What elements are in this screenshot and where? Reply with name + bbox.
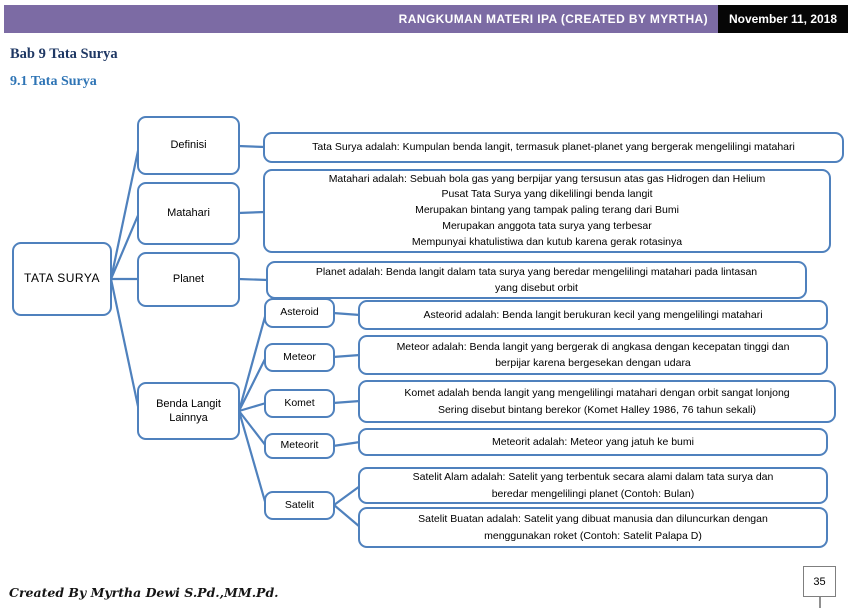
diagram-node-komet: Komet (264, 389, 335, 418)
page-number-box: 35 (803, 566, 836, 597)
diagram-node-benda-langit-lainnya: Benda Langit Lainnya (137, 382, 240, 440)
diagram-node-matahari: Matahari (137, 182, 240, 245)
desc-asteroid: Asteorid adalah: Benda langit berukuran … (358, 300, 828, 330)
desc-meteorit: Meteorit adalah: Meteor yang jatuh ke bu… (358, 428, 828, 456)
desc-definisi: Tata Surya adalah: Kumpulan benda langit… (263, 132, 844, 163)
author-credit: Created By Myrtha Dewi S.Pd.,MM.Pd. (9, 585, 279, 600)
desc-komet: Komet adalah benda langit yang mengelili… (358, 380, 836, 423)
diagram-node-asteroid: Asteroid (264, 298, 335, 328)
desc-satelit-alam: Satelit Alam adalah: Satelit yang terben… (358, 467, 828, 504)
diagram-node-definisi: Definisi (137, 116, 240, 175)
page-number-connector (819, 597, 821, 608)
diagram-node-meteor: Meteor (264, 343, 335, 372)
diagram-node-tata-surya: TATA SURYA (12, 242, 112, 316)
desc-matahari: Matahari adalah: Sebuah bola gas yang be… (263, 169, 831, 253)
diagram-node-meteorit: Meteorit (264, 433, 335, 459)
desc-meteor: Meteor adalah: Benda langit yang bergera… (358, 335, 828, 375)
desc-satelit-buatan: Satelit Buatan adalah: Satelit yang dibu… (358, 507, 828, 548)
section-heading: 9.1 Tata Surya (10, 74, 97, 89)
header-date: November 11, 2018 (718, 5, 848, 33)
diagram-node-satelit: Satelit (264, 491, 335, 520)
header-title: RANGKUMAN MATERI IPA (CREATED BY MYRTHA) (4, 5, 718, 33)
page-header: RANGKUMAN MATERI IPA (CREATED BY MYRTHA)… (4, 5, 848, 33)
diagram-node-planet: Planet (137, 252, 240, 307)
desc-planet: Planet adalah: Benda langit dalam tata s… (266, 261, 807, 299)
chapter-heading: Bab 9 Tata Surya (10, 46, 118, 62)
